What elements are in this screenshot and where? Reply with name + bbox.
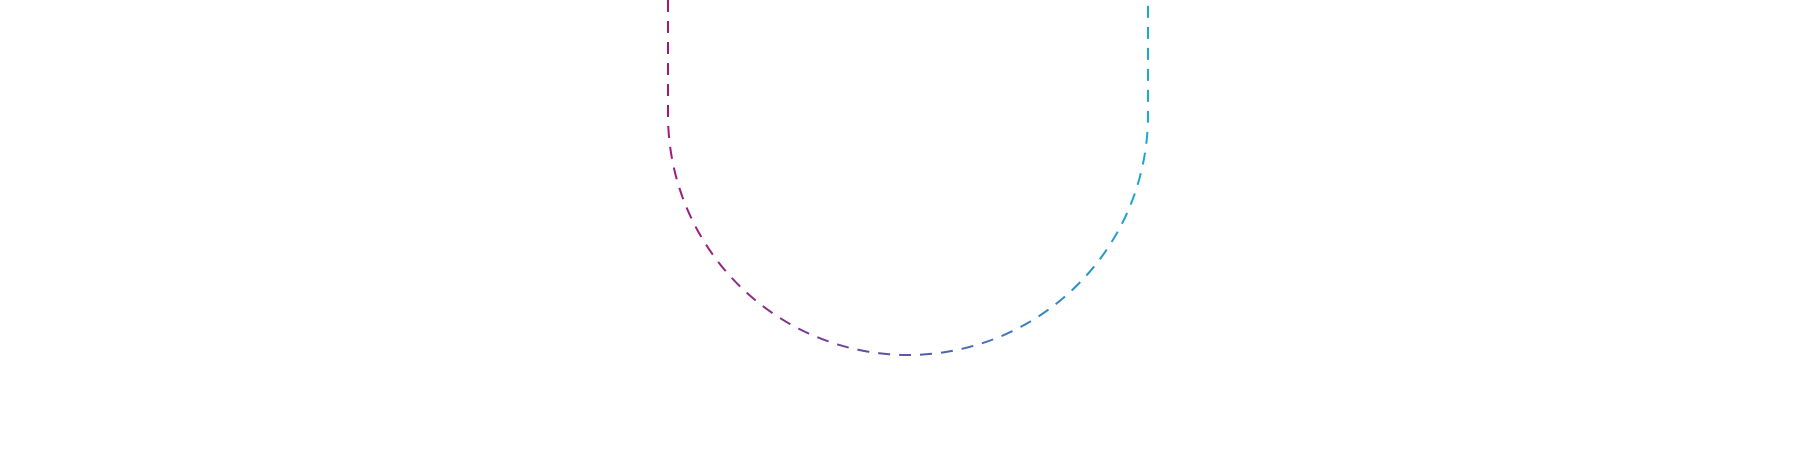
dashed-u-connector-path xyxy=(667,0,1149,356)
